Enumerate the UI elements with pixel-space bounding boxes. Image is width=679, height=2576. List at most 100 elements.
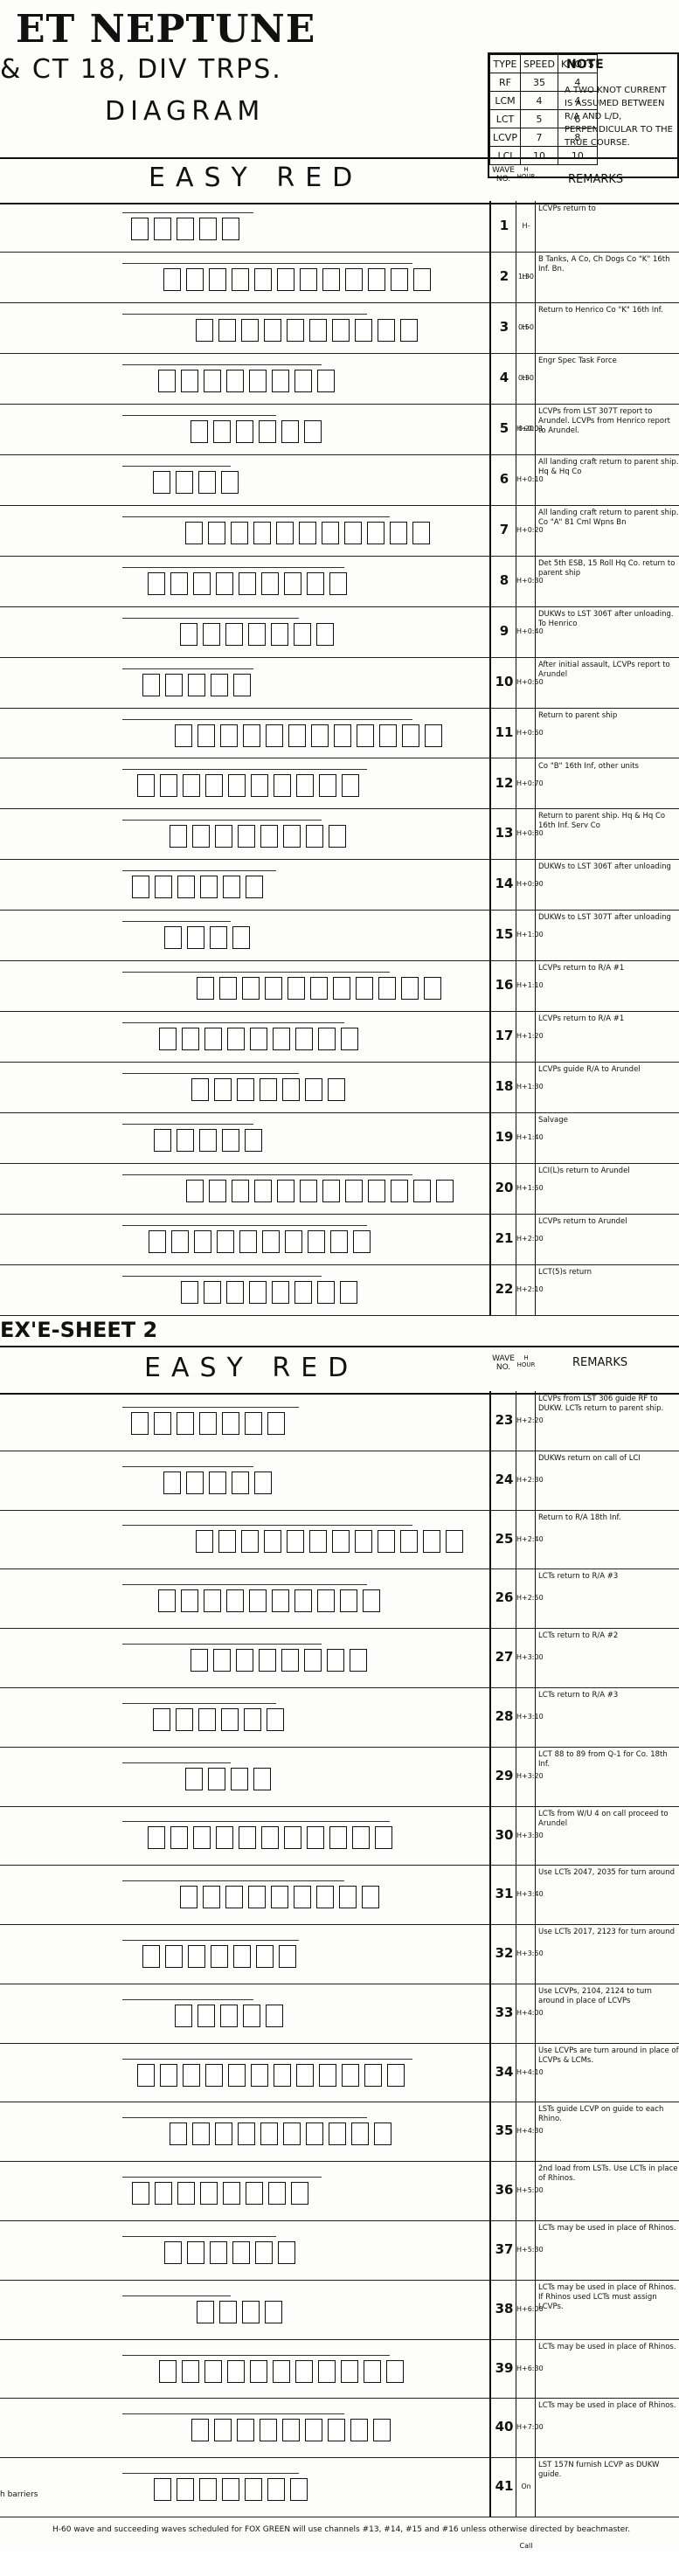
landing-craft-symbol: [191, 1078, 209, 1102]
landing-craft-symbol: [226, 1589, 244, 1613]
landing-craft-symbol: [231, 521, 248, 544]
wave-number: 33: [489, 1983, 517, 2043]
landing-craft-symbol: [261, 1826, 279, 1850]
landing-craft-symbol: [374, 2122, 391, 2146]
landing-craft-symbol: [282, 1078, 300, 1102]
wave-remarks: All landing craft return to parent ship.…: [535, 504, 679, 556]
landing-craft-symbol: [344, 521, 362, 544]
landing-craft-symbol: [199, 1411, 217, 1435]
landing-craft-symbol: [368, 267, 385, 291]
landing-craft-symbol: [180, 1886, 197, 1909]
sheet1-wave-header: WAVE NO.: [492, 166, 515, 184]
landing-craft-symbol: [203, 1886, 220, 1909]
landing-craft-symbol: [241, 1530, 259, 1554]
landing-craft-symbol: [186, 1180, 204, 1203]
landing-craft-symbol: [329, 571, 347, 595]
wave-remarks: LCVPs return to R/A #1: [535, 960, 679, 1012]
landing-craft-symbol: [307, 1826, 324, 1850]
landing-craft-symbol: [319, 2063, 336, 2087]
wave-remarks: LCTs from W/U 4 on call proceed to Arund…: [535, 1805, 679, 1866]
wave-time: H+4:00: [516, 1983, 544, 2043]
wave-remarks: Use LCVPs are turn around in place of LC…: [535, 2042, 679, 2102]
landing-craft-symbol: [153, 470, 170, 494]
landing-craft-symbol: [322, 267, 340, 291]
landing-craft-symbol: [164, 926, 182, 950]
wave-remarks: Return to parent ship: [535, 707, 679, 758]
landing-craft-symbol: [155, 2182, 172, 2206]
wave-number: 8: [489, 555, 517, 606]
wave-time: H+5:00: [516, 2161, 544, 2221]
landing-craft-symbol: [311, 724, 329, 747]
landing-craft-symbol: [342, 2063, 359, 2087]
wave-remarks: After initial assault, LCVPs report to A…: [535, 656, 679, 708]
landing-craft-symbol: [208, 521, 225, 544]
landing-craft-symbol: [334, 724, 351, 747]
landing-craft-symbol: [355, 318, 372, 342]
wave-line: [122, 1821, 390, 1823]
wave-time: H+4:30: [516, 2102, 544, 2162]
landing-craft-symbol: [192, 825, 210, 848]
landing-craft-symbol: [239, 1826, 256, 1850]
wave-time: H+2:00: [516, 1214, 544, 1265]
wave-time: H-0:50: [516, 251, 536, 331]
wave-time: H+0:90: [516, 859, 544, 911]
wave-remarks: B Tanks, A Co, Ch Dogs Co "K" 16th Inf. …: [535, 251, 679, 302]
wave-time: H+0:30: [516, 555, 544, 606]
landing-craft-symbol: [308, 1230, 325, 1254]
landing-craft-symbol: [391, 1180, 408, 1203]
landing-craft-symbol: [183, 2063, 200, 2087]
landing-craft-symbol: [306, 2122, 323, 2146]
legend-speed: 4: [519, 91, 558, 110]
landing-craft-symbol: [288, 724, 306, 747]
wave-number: 4: [489, 352, 517, 404]
landing-craft-symbol: [186, 267, 204, 291]
landing-craft-symbol: [159, 2359, 177, 2383]
landing-craft-symbol: [264, 1530, 281, 1554]
landing-craft-symbol: [345, 1180, 363, 1203]
wave-number: 38: [489, 2279, 517, 2339]
landing-craft-symbol: [245, 2478, 262, 2502]
landing-craft-symbol: [264, 318, 281, 342]
landing-craft-symbol: [176, 470, 193, 494]
landing-craft-symbol: [245, 1129, 262, 1153]
landing-craft-symbol: [306, 825, 323, 848]
wave-remarks: LCTs return to R/A #2: [535, 1628, 679, 1687]
legend-speed: 5: [519, 109, 558, 128]
wave-time: H+6:00: [516, 2279, 544, 2339]
wave-line: [122, 1465, 253, 1467]
landing-craft-symbol: [222, 2478, 239, 2502]
landing-craft-symbol: [241, 318, 259, 342]
landing-craft-symbol: [294, 1886, 311, 1909]
wave-time: H+1:20: [516, 1011, 544, 1063]
landing-craft-symbol: [148, 1826, 165, 1850]
landing-craft-symbol: [177, 2182, 195, 2206]
wave-time: H+2:20: [516, 1391, 544, 1451]
landing-craft-symbol: [300, 267, 317, 291]
landing-craft-symbol: [255, 2240, 273, 2264]
landing-craft-symbol: [213, 1649, 231, 1672]
wave-remarks: LCTs may be used in place of Rhinos.: [535, 2338, 679, 2399]
wave-line: [122, 465, 231, 467]
wave-number: 1: [489, 201, 517, 252]
landing-craft-symbol: [238, 825, 255, 848]
wave-time: H+7:00: [516, 2398, 544, 2458]
sheet2-header: EASY RED WAVE NO. H HOUR REMARKS: [0, 1346, 679, 1395]
landing-craft-symbol: [142, 1944, 160, 1968]
landing-craft-symbol: [309, 1530, 327, 1554]
landing-craft-symbol: [295, 2359, 313, 2383]
landing-craft-symbol: [204, 2359, 222, 2383]
landing-craft-symbol: [233, 673, 251, 696]
landing-craft-symbol: [185, 1767, 203, 1790]
landing-craft-symbol: [131, 217, 149, 240]
landing-craft-symbol: [277, 1180, 294, 1203]
landing-craft-symbol: [242, 2300, 260, 2323]
landing-craft-symbol: [221, 1707, 239, 1731]
landing-craft-symbol: [199, 217, 217, 240]
wave-line: [122, 1525, 412, 1527]
